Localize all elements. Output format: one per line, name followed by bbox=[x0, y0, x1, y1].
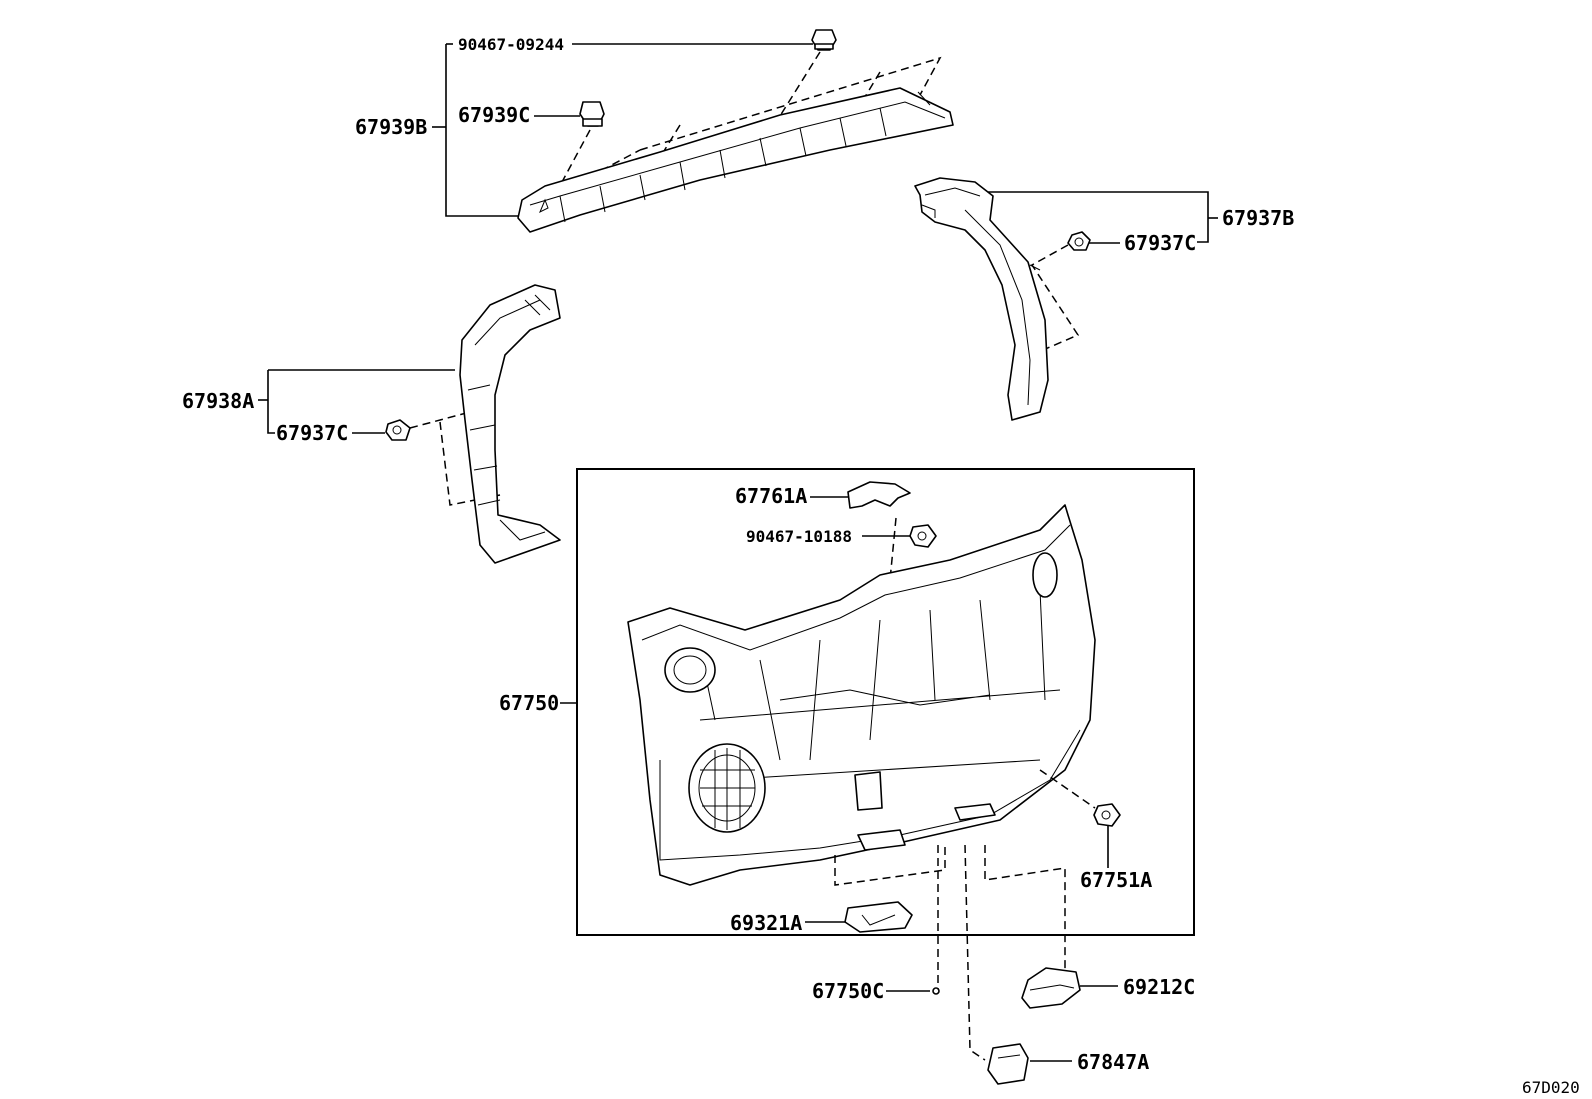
clip-icon bbox=[1093, 803, 1121, 827]
speaker-grille-upper bbox=[664, 647, 716, 693]
callout-90467-09244: 90467-09244 bbox=[458, 35, 564, 54]
pull-pocket bbox=[857, 829, 906, 851]
left-side-garnish bbox=[459, 284, 561, 564]
callout-67939C: 67939C bbox=[458, 103, 530, 127]
right-side-garnish bbox=[914, 177, 1049, 421]
callout-67937B: 67937B bbox=[1222, 206, 1294, 230]
clip-icon bbox=[811, 29, 837, 51]
back-door-trim-group: 67750 67761A 90467-10188 bbox=[499, 481, 1152, 935]
right-garnish-group: 67937B 67937C bbox=[914, 177, 1294, 421]
callout-67847A: 67847A bbox=[1077, 1050, 1149, 1074]
bracket-67939B bbox=[445, 44, 518, 217]
callout-67937C-right: 67937C bbox=[1124, 231, 1196, 255]
pin-icon bbox=[932, 987, 940, 995]
left-garnish-group: 67938A 67937C bbox=[182, 284, 561, 564]
vent-opening bbox=[1032, 552, 1058, 598]
lamp-assembly-69212C bbox=[1021, 967, 1081, 1009]
clip-icon bbox=[1067, 231, 1091, 251]
callout-67939B: 67939B bbox=[355, 115, 427, 139]
callout-67750: 67750 bbox=[499, 691, 559, 715]
assembly-frame bbox=[576, 468, 1195, 936]
clip-icon bbox=[385, 419, 411, 441]
callout-69212C: 69212C bbox=[1123, 975, 1195, 999]
clip-icon bbox=[579, 101, 605, 127]
upper-trim-panel bbox=[517, 87, 954, 233]
callout-67938A: 67938A bbox=[182, 389, 254, 413]
diagram-code: 67D020 bbox=[1522, 1078, 1580, 1097]
clip-icon bbox=[909, 524, 937, 548]
callout-67751A: 67751A bbox=[1080, 868, 1152, 892]
back-door-upper-trim-group: 67939B 90467-09244 67939C bbox=[355, 29, 954, 233]
pocket-cover-69321A bbox=[844, 901, 913, 933]
callout-69321A: 69321A bbox=[730, 911, 802, 935]
bracket-67938A bbox=[267, 370, 275, 434]
bracket-67937B bbox=[985, 191, 1209, 243]
callout-90467-10188: 90467-10188 bbox=[746, 527, 852, 546]
cover-67847A bbox=[987, 1043, 1029, 1085]
callout-67937C-left: 67937C bbox=[276, 421, 348, 445]
cover-67761A bbox=[847, 481, 911, 509]
callout-67750C: 67750C bbox=[812, 979, 884, 1003]
lower-parts-group: 67750C 69212C 67847A bbox=[812, 844, 1195, 1085]
handle-recess bbox=[854, 771, 883, 811]
callout-67761A: 67761A bbox=[735, 484, 807, 508]
lamp-opening bbox=[954, 803, 996, 821]
trim-board-panel bbox=[627, 504, 1096, 886]
